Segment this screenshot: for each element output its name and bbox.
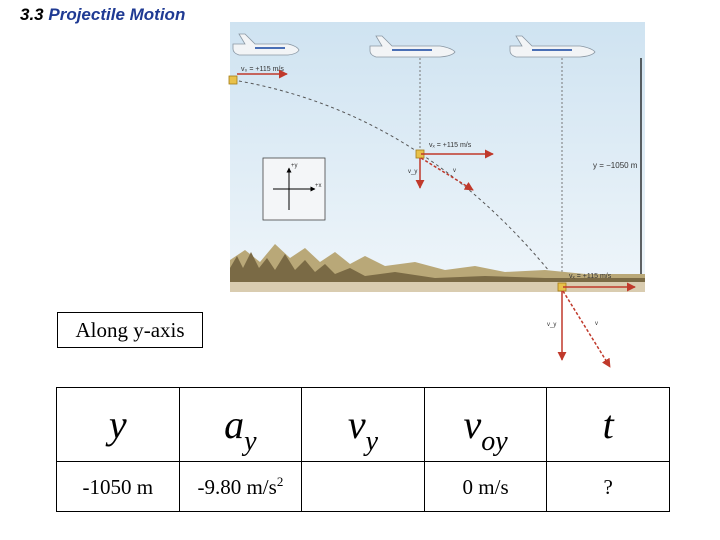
axis-y-label: +y	[291, 163, 298, 169]
package-start	[228, 75, 238, 85]
header-t: t	[546, 387, 670, 462]
table-header-row: y ay vy voy t	[56, 387, 670, 462]
header-ay: ay	[178, 387, 303, 462]
kinematics-table: y ay vy voy t -1050 m -9.80 m/s2 0 m/s ?	[56, 387, 670, 512]
value-vy	[301, 461, 425, 512]
header-y: y	[56, 387, 180, 462]
v-end-label: v	[595, 321, 598, 327]
v-mid-label: v	[453, 168, 456, 174]
airplane-1	[232, 33, 300, 56]
value-t: ?	[546, 461, 670, 512]
slide-number: 3.3	[20, 5, 44, 24]
vy-end-label: v_y	[547, 322, 556, 328]
sky-background	[230, 22, 645, 284]
vx-mid-label: vₓ = +115 m/s	[429, 142, 472, 149]
header-voy: voy	[423, 387, 548, 462]
airplane-3	[509, 35, 596, 58]
along-y-axis-box: Along y-axis	[57, 312, 203, 348]
axis-x-label: +x	[315, 183, 322, 189]
height-label: y = −1050 m	[593, 161, 638, 170]
vy-mid-label: v_y	[408, 169, 417, 175]
table-row: -1050 m -9.80 m/s2 0 m/s ?	[56, 461, 670, 512]
vx-end-label: vₓ = +115 m/s	[569, 273, 612, 280]
value-y: -1050 m	[56, 461, 180, 512]
value-ay: -9.80 m/s2	[178, 461, 303, 512]
value-voy: 0 m/s	[423, 461, 548, 512]
projectile-figure: y = −1050 m v₀ = +115 m/s vₓ = +115 m/s …	[228, 22, 645, 368]
v0-label: v₀ = +115 m/s	[241, 66, 284, 73]
header-vy: vy	[301, 387, 425, 462]
airplane-2	[369, 35, 456, 58]
slide-title: 3.3 Projectile Motion	[20, 5, 185, 25]
ground-scenery	[230, 244, 645, 292]
slide-title-text: Projectile Motion	[48, 5, 186, 24]
